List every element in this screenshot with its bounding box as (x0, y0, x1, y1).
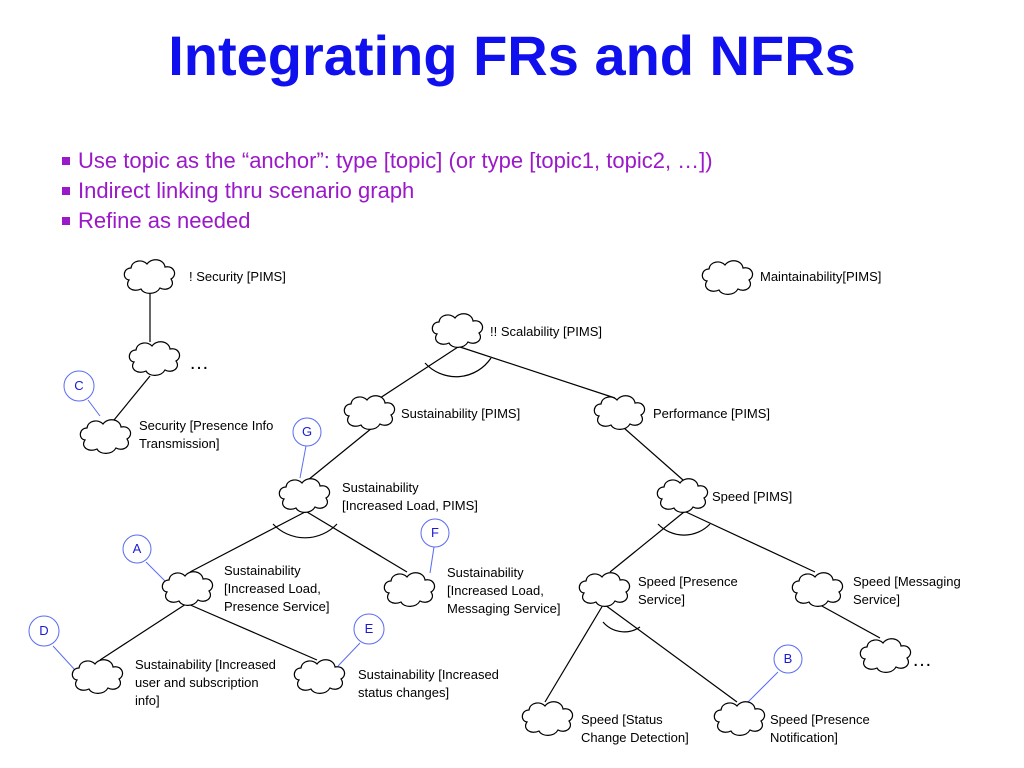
cloud-icon (71, 659, 124, 694)
and-arc (272, 523, 338, 539)
node-label-sustainability: Sustainability [PIMS] (401, 406, 520, 421)
node-label-performance: Performance [PIMS] (653, 406, 770, 421)
cloud-icon (521, 701, 574, 736)
edge (306, 511, 408, 573)
cloud-icon (293, 659, 346, 694)
badge-link (747, 671, 779, 703)
edge (99, 603, 187, 661)
edge (604, 604, 738, 703)
node-label-speed-messaging-service: Speed [Messaging Service] (853, 574, 964, 607)
edge (459, 346, 616, 399)
cloud-icon (713, 701, 766, 736)
cloud-icon (701, 260, 754, 295)
cloud-icon (161, 571, 214, 606)
cloud-icon (578, 572, 631, 607)
badge-label: A (133, 541, 142, 556)
bullet-item: Refine as needed (62, 206, 713, 236)
cloud-icon (859, 638, 912, 673)
node-label-scalability: !! Scalability [PIMS] (490, 324, 602, 339)
cloud-icon (278, 478, 331, 513)
badge-label: G (302, 424, 312, 439)
cloud-icon (593, 395, 646, 430)
node-label-sustainability-messaging-service: Sustainability [Increased Load, Messagin… (447, 565, 560, 616)
cloud-icon (128, 341, 181, 376)
badge-link (429, 546, 435, 574)
and-arc (657, 523, 711, 536)
node-label-sustainability-increased-load: Sustainability [Increased Load, PIMS] (342, 480, 478, 513)
badges: A B C D E F G (28, 370, 803, 674)
edge (623, 427, 684, 481)
bullet-marker-icon (62, 187, 70, 195)
node-label-sustainability-user-subscription: Sustainability [Increased user and subsc… (135, 657, 280, 708)
edge (685, 511, 816, 573)
badge-label: C (74, 378, 83, 393)
badge-b: B (773, 644, 803, 674)
node-label-security: ! Security [PIMS] (189, 269, 286, 284)
cloud-icon (343, 395, 396, 430)
bullet-text: Use topic as the “anchor”: type [topic] … (78, 148, 713, 173)
badge-g: G (292, 417, 322, 447)
edge (189, 511, 306, 573)
node-label-speed: Speed [PIMS] (712, 489, 792, 504)
node-label-maintainability: Maintainability[PIMS] (760, 269, 881, 284)
bullet-item: Use topic as the “anchor”: type [topic] … (62, 146, 713, 176)
edge (187, 603, 318, 661)
node-label-speed-status-change: Speed [Status Change Detection] (581, 712, 689, 745)
node-label-speed-presence-notification: Speed [Presence Notification] (770, 712, 873, 745)
badge-label: D (39, 623, 48, 638)
bullet-marker-icon (62, 217, 70, 225)
edge (609, 511, 685, 573)
badge-link (145, 561, 168, 584)
edge (819, 604, 881, 639)
cloud-icon (656, 478, 709, 513)
diagram-edges (99, 294, 881, 703)
bullet-list: Use topic as the “anchor”: type [topic] … (62, 146, 713, 236)
bullet-item: Indirect linking thru scenario graph (62, 176, 713, 206)
badge-link (299, 445, 307, 479)
badge-link (87, 399, 101, 417)
badge-f: F (420, 518, 450, 548)
badge-label: E (365, 621, 374, 636)
badge-label: B (784, 651, 793, 666)
and-arc (424, 357, 492, 378)
badge-link (52, 645, 76, 671)
node-labels: ! Security [PIMS] Maintainability[PIMS] … (135, 269, 964, 745)
bullet-text: Refine as needed (78, 208, 251, 233)
edge (307, 427, 373, 481)
badge-d: D (28, 615, 60, 647)
cloud-icon (383, 572, 436, 607)
cloud-icon (79, 419, 132, 454)
badge-a: A (122, 534, 152, 564)
slide-title: Integrating FRs and NFRs (168, 24, 856, 87)
ellipsis-marker: … (189, 352, 209, 374)
cloud-icon (791, 572, 844, 607)
edge (379, 346, 459, 399)
node-label-security-presence: Security [Presence Info Transmission] (139, 418, 277, 451)
badge-c: C (63, 370, 95, 402)
badge-label: F (431, 525, 439, 540)
node-label-sustainability-presence-service: Sustainability [Increased Load, Presence… (224, 563, 330, 614)
cloud-icon (431, 313, 484, 348)
and-arc (602, 621, 641, 633)
edge (544, 604, 604, 703)
node-label-speed-presence-service: Speed [Presence Service] (638, 574, 741, 607)
edge (113, 375, 151, 421)
node-label-sustainability-status-changes: Sustainability [Increased status changes… (358, 667, 503, 700)
badge-link (337, 642, 361, 667)
ellipsis-marker: … (912, 649, 932, 671)
cloud-icon (123, 259, 176, 294)
badge-links (52, 399, 779, 703)
badge-e: E (353, 613, 385, 645)
bullet-text: Indirect linking thru scenario graph (78, 178, 415, 203)
bullet-marker-icon (62, 157, 70, 165)
